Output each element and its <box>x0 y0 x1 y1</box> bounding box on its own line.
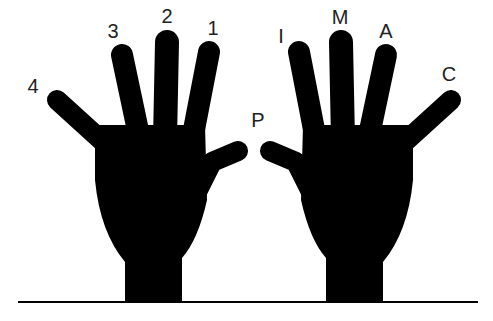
finger-label: 1 <box>207 18 218 38</box>
right-hand <box>270 42 451 301</box>
finger-label: I <box>278 26 284 46</box>
finger-label: A <box>379 21 392 41</box>
finger-label: 4 <box>27 76 38 96</box>
finger-label: M <box>332 7 349 27</box>
base-rule <box>18 301 478 303</box>
finger-label: 2 <box>161 6 172 26</box>
finger-label: C <box>442 64 456 84</box>
left-hand <box>57 42 238 301</box>
finger-label: 3 <box>107 21 118 41</box>
finger-label: P <box>251 110 264 130</box>
